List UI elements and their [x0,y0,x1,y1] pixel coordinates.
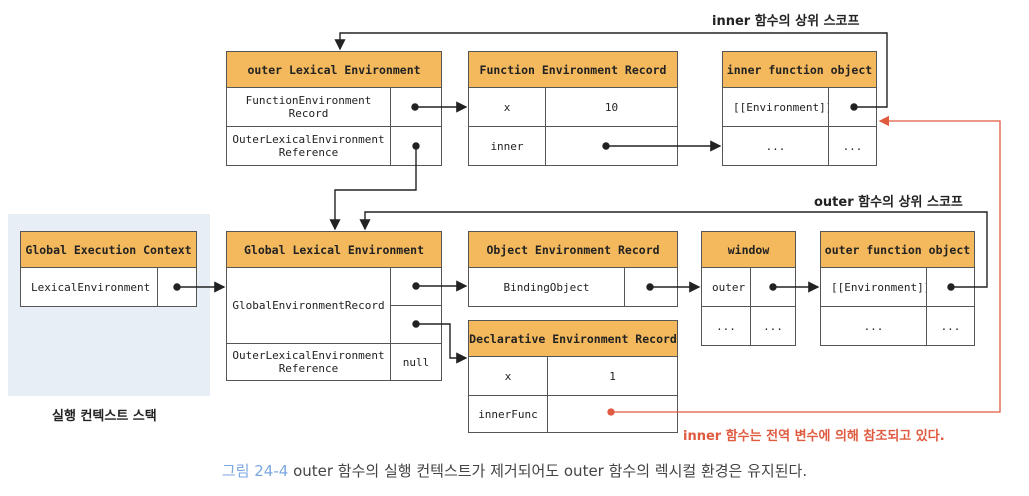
decl-env-x-value: 1 [547,356,678,396]
figure-caption-text: outer 함수의 실행 컨텍스트가 제거되어도 outer 함수의 렉시컬 환… [288,462,808,480]
outer-obj-ellipsis-1: ... [820,306,927,346]
figure-number: 그림 24-4 [221,462,289,480]
window-object-header: window [701,231,796,268]
outer-lexical-environment-header: outer Lexical Environment [226,51,442,88]
global-lex-outer-ref: OuterLexicalEnvironment Reference [226,343,391,381]
global-lex-null: null [390,343,442,381]
global-reference-note: inner 함수는 전역 변수에 의해 참조되고 있다. [683,429,945,444]
figure-caption: 그림 24-4 outer 함수의 실행 컨텍스트가 제거되어도 outer 함… [0,460,1029,481]
declarative-environment-record-header: Declarative Environment Record [468,320,678,357]
outer-lex-r1-label: FunctionEnvironment Record [245,94,372,120]
func-env-x-key: x [468,87,546,127]
outer-obj-environment-slot: [[Environment]] [820,267,930,307]
execution-context-stack-label: 실행 컨텍스트 스택 [52,409,157,424]
outer-lex-r2-label: OuterLexicalEnvironment Reference [232,133,385,159]
outer-obj-ellipsis-2: ... [926,306,975,346]
inner-obj-ellipsis-1: ... [722,126,829,166]
decl-env-x-key: x [468,356,548,396]
function-environment-record-header: Function Environment Record [468,51,678,88]
inner-scope-label: inner 함수의 상위 스코프 [712,14,860,29]
window-ellipsis-1: ... [701,306,751,346]
gec-lexical-environment: LexicalEnvironment [20,267,158,307]
global-lex-global-env-record: GlobalEnvironmentRecord [226,267,391,344]
inner-obj-environment-slot: [[Environment]] [722,87,832,127]
window-ellipsis-2: ... [750,306,796,346]
func-env-inner-key: inner [468,126,546,166]
outer-scope-label: outer 함수의 상위 스코프 [814,195,963,210]
inner-function-object-header: inner function object [722,51,877,88]
inner-obj-ellipsis-2: ... [828,126,877,166]
func-env-x-value: 10 [545,87,678,127]
decl-env-innerfunc-key: innerFunc [468,395,548,433]
object-environment-record-header: Object Environment Record [468,231,678,268]
